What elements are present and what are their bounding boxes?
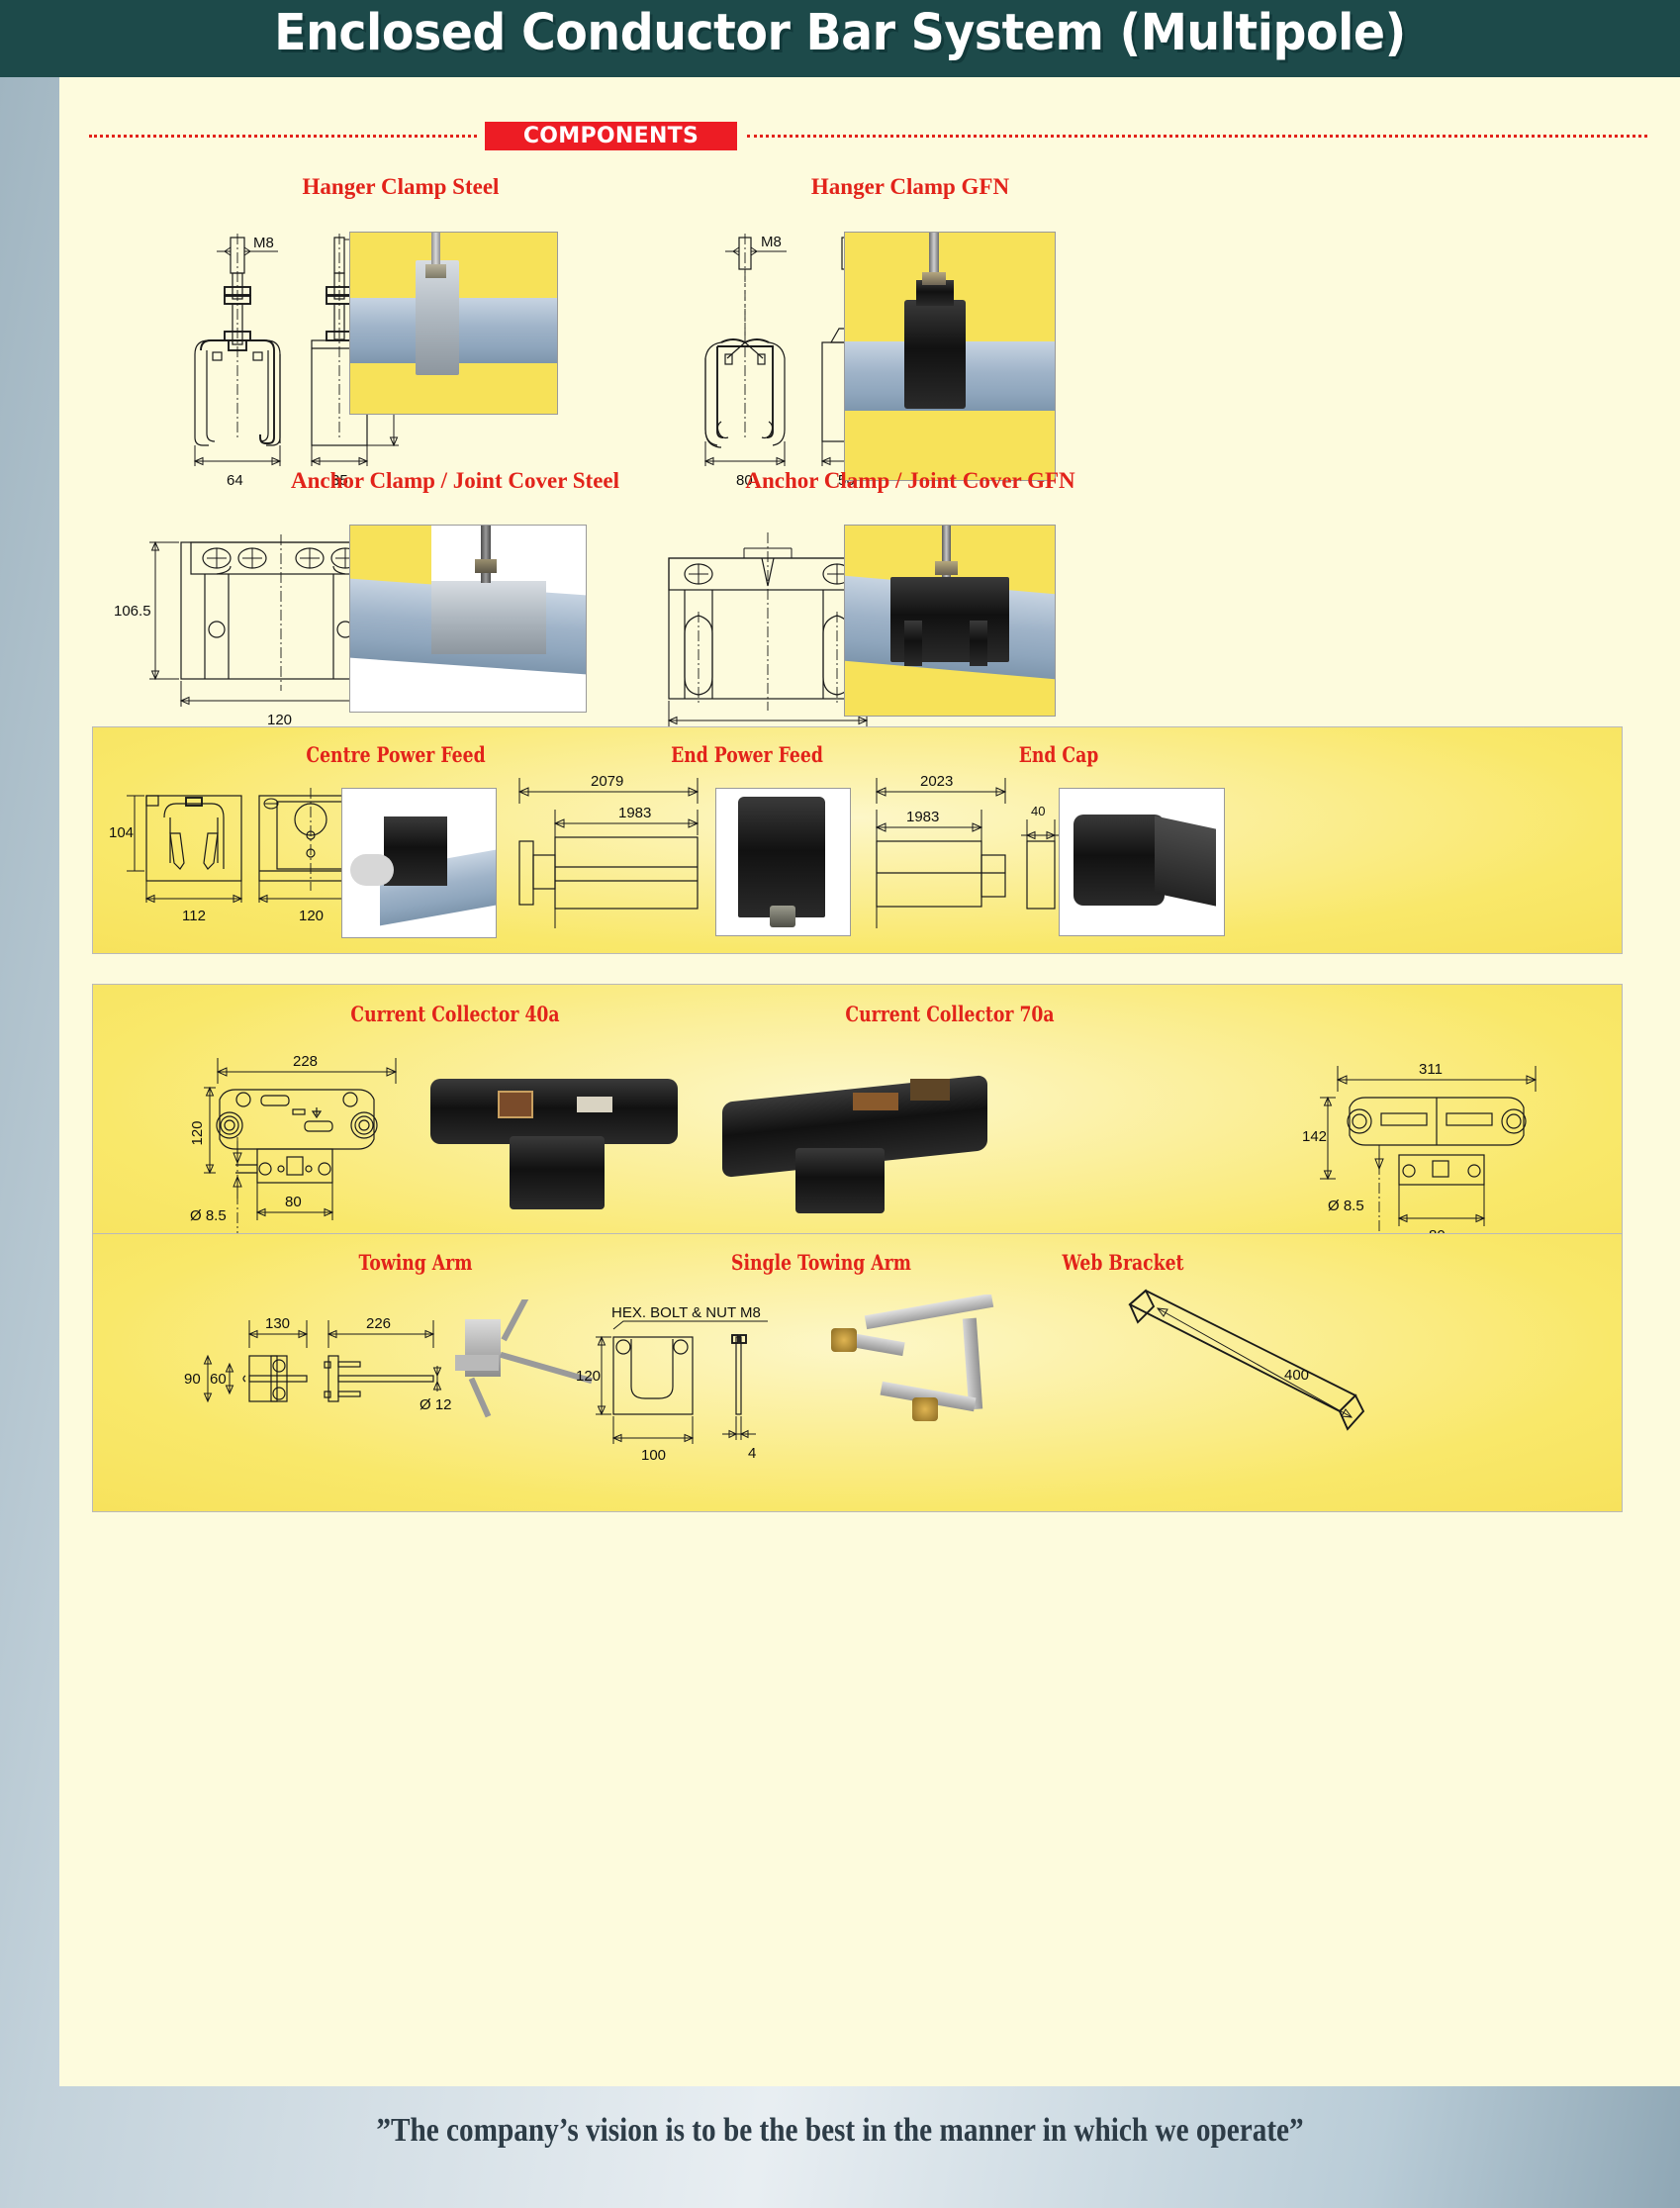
photo-centre-power-feed	[341, 788, 497, 938]
drawing-end-power-feed: 2079 1983	[517, 773, 700, 928]
page-footer: ”The company’s vision is to be the best …	[0, 2086, 1680, 2208]
photo-end-power-feed	[715, 788, 851, 936]
dim-label-dia12: Ø 12	[420, 1396, 452, 1413]
dim-label-226: 226	[366, 1315, 391, 1332]
dim-label-130: 130	[265, 1315, 290, 1332]
section-title-single-towing-arm: Single Towing Arm	[731, 1250, 911, 1275]
dim-label-120-cpf: 120	[299, 908, 324, 924]
drawing-current-collector-40a: 228 120 Ø 8.5	[189, 1053, 398, 1258]
drawing-hanger-clamp-steel: M8 64	[193, 234, 399, 489]
dim-label-40: 40	[1031, 804, 1045, 818]
dim-label-311: 311	[1419, 1061, 1443, 1078]
dim-label-m8-steel: M8	[253, 235, 274, 251]
photo-end-cap	[1059, 788, 1225, 936]
dim-label-dia85-40: Ø 8.5	[190, 1207, 227, 1224]
section-title-end-power-feed: End Power Feed	[671, 742, 823, 767]
section-title-anchor-clamp-gfn: Anchor Clamp / Joint Cover GFN	[745, 468, 1075, 493]
dim-label-m8-gfn: M8	[761, 234, 782, 250]
drawing-single-towing-arm: HEX. BOLT & NUT M8 120 100 4	[576, 1304, 768, 1464]
dim-label-120-sta: 120	[576, 1368, 601, 1385]
photo-current-collector-70a	[722, 1057, 989, 1235]
section-title-anchor-clamp-steel: Anchor Clamp / Joint Cover Steel	[291, 468, 619, 493]
dim-label-64: 64	[227, 472, 243, 489]
section-title-towing-arm: Towing Arm	[358, 1250, 473, 1275]
dim-label-1983-epf: 1983	[618, 805, 651, 821]
photo-hanger-clamp-steel	[349, 232, 558, 415]
dim-label-100: 100	[641, 1447, 666, 1464]
photo-anchor-clamp-gfn	[844, 525, 1056, 717]
photo-current-collector-40a	[430, 1057, 678, 1235]
drawing-anchor-clamp-steel: 106.5 120	[114, 534, 383, 728]
photo-hanger-clamp-gfn	[844, 232, 1056, 481]
dim-label-2023: 2023	[920, 773, 953, 790]
components-banner: COMPONENTS	[485, 122, 737, 150]
dim-label-4: 4	[748, 1445, 756, 1462]
dim-label-228: 228	[293, 1053, 318, 1070]
dim-label-112: 112	[182, 908, 206, 924]
dim-label-dia85-70: Ø 8.5	[1328, 1198, 1364, 1214]
drawing-current-collector-70a: 311 142 Ø 8.5 80	[1302, 1061, 1538, 1244]
panel-towing-arm	[92, 1233, 1623, 1512]
divider-line-left	[89, 135, 477, 138]
drawing-end-cap: 2023 1983 40	[875, 773, 1061, 928]
dim-label-80-cc40: 80	[285, 1194, 302, 1210]
dim-label-120-cc40: 120	[189, 1120, 206, 1145]
section-title-hanger-clamp-steel: Hanger Clamp Steel	[302, 174, 500, 199]
components-banner-row: COMPONENTS	[89, 122, 1647, 150]
dim-label-60: 60	[210, 1371, 227, 1388]
dim-label-1983-ec: 1983	[906, 809, 939, 825]
drawing-web-bracket: 400	[1128, 1289, 1365, 1431]
photo-single-towing-arm	[821, 1295, 1029, 1453]
dim-label-35: 35	[331, 472, 348, 489]
dim-label-2079: 2079	[591, 773, 623, 790]
photo-towing-arm	[455, 1299, 613, 1473]
divider-line-right	[747, 135, 1647, 138]
footer-quote: ”The company’s vision is to be the best …	[376, 2112, 1304, 2149]
dim-label-90: 90	[184, 1371, 201, 1388]
drawing-centre-power-feed: 104 112 120	[109, 788, 364, 924]
dim-label-142: 142	[1302, 1128, 1327, 1145]
page-title: Enclosed Conductor Bar System (Multipole…	[274, 4, 1406, 62]
section-title-current-collector-70a: Current Collector 70a	[845, 1002, 1055, 1026]
section-title-end-cap: End Cap	[1018, 742, 1099, 767]
dim-label-106-5: 106.5	[114, 603, 151, 620]
photo-anchor-clamp-steel	[349, 525, 587, 713]
section-title-centre-power-feed: Centre Power Feed	[306, 742, 486, 767]
section-title-web-bracket: Web Bracket	[1062, 1250, 1184, 1275]
section-title-current-collector-40a: Current Collector 40a	[350, 1002, 560, 1026]
drawing-towing-arm: 130 90 60 226 Ø 12	[184, 1315, 452, 1413]
dim-label-120-steel: 120	[267, 712, 292, 728]
dim-label-400: 400	[1284, 1367, 1309, 1384]
section-title-hanger-clamp-gfn: Hanger Clamp GFN	[810, 174, 1010, 199]
dim-label-104: 104	[109, 824, 134, 841]
page-header: Enclosed Conductor Bar System (Multipole…	[0, 0, 1680, 77]
page-content: COMPONENTS Hanger Clamp Steel M8	[59, 77, 1680, 2086]
dim-label-hex-bolt: HEX. BOLT & NUT M8	[611, 1304, 761, 1321]
dim-label-80: 80	[736, 472, 753, 489]
